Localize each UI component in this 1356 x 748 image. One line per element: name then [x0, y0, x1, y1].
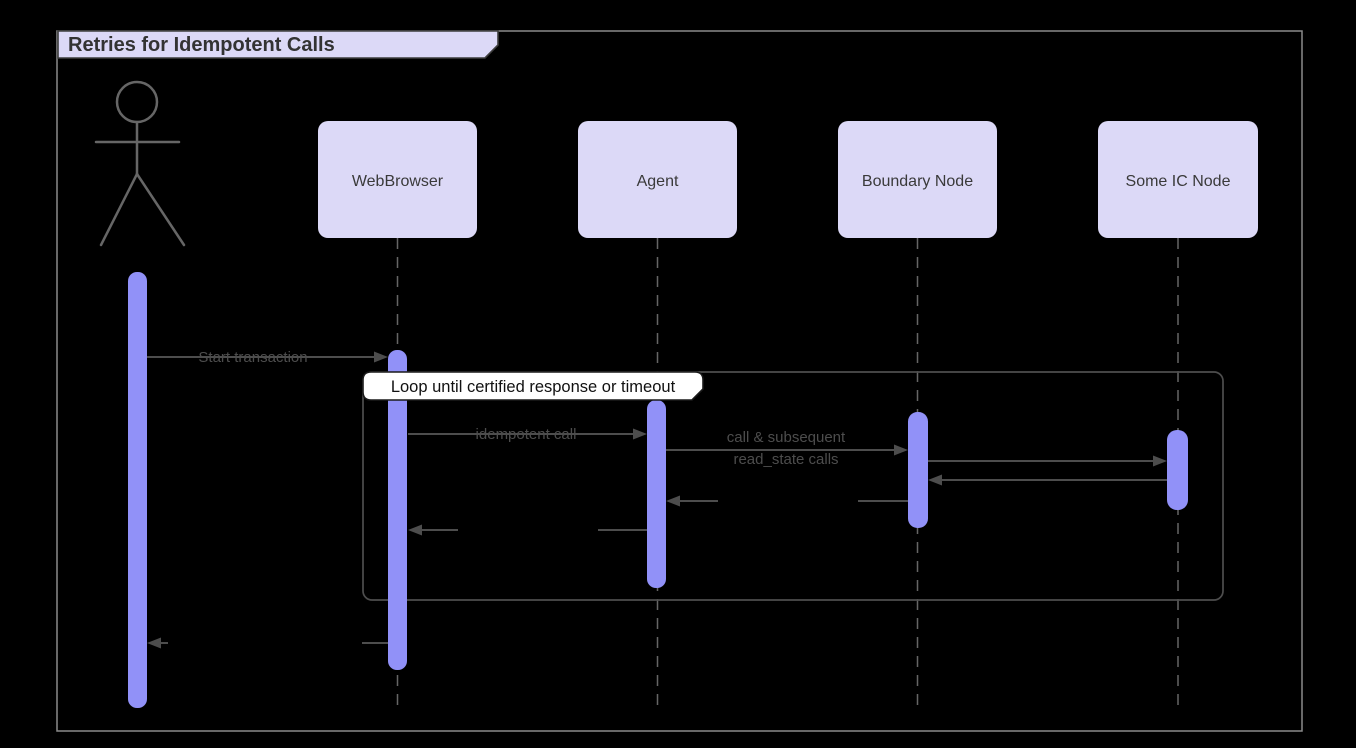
arrowhead-right-icon: [374, 351, 388, 363]
diagram-border: [56, 30, 1303, 732]
title-tab: Retries for Idempotent Calls: [57, 30, 499, 59]
arrowhead-left-icon: [408, 524, 422, 536]
arrowhead-left-icon: [147, 637, 161, 649]
message-boundary-to-ic: [928, 455, 1167, 467]
arrowhead-left-icon: [666, 495, 680, 507]
participant-some-ic-node: Some IC Node: [1098, 121, 1258, 238]
arrowhead-right-icon: [633, 428, 647, 440]
actor-right-leg: [135, 172, 186, 247]
message-call-and-read-state: call & subsequent read_state calls: [666, 429, 908, 468]
participant-box-boundary-node: [838, 121, 997, 238]
message-label: idempotent call: [476, 426, 577, 443]
empty-label-mask: [718, 494, 858, 508]
empty-label-mask: [168, 636, 362, 650]
participant-label-some-ic-node: Some IC Node: [1126, 173, 1231, 190]
message-label-line1: call & subsequent: [727, 429, 846, 446]
participant-label-webbrowser: WebBrowser: [352, 173, 444, 190]
participant-label-agent: Agent: [637, 173, 679, 190]
participant-box-some-ic-node: [1098, 121, 1258, 238]
participant-webbrowser: WebBrowser: [318, 121, 477, 238]
activation-bar-user: [128, 272, 147, 708]
activation-bar-some-ic-node: [1167, 430, 1188, 510]
activation-bar-agent: [647, 400, 666, 588]
actor-head: [115, 80, 159, 124]
activation-bar-boundary-node: [908, 412, 928, 528]
arrowhead-right-icon: [894, 444, 908, 456]
loop-label-shape: [362, 371, 704, 401]
message-webbrowser-to-user: [147, 636, 388, 650]
actor-left-leg: [99, 172, 139, 247]
participant-boundary-node: Boundary Node: [838, 121, 997, 238]
message-agent-to-webbrowser: [408, 523, 647, 537]
loop-frame: [362, 371, 1224, 601]
title-tab-shape: [57, 30, 499, 59]
loop-label-text: Loop until certified response or timeout: [391, 378, 676, 396]
arrowhead-left-icon: [928, 474, 942, 486]
empty-label-mask: [458, 523, 598, 537]
participant-agent: Agent: [578, 121, 737, 238]
arrowhead-right-icon: [1153, 455, 1167, 467]
participant-box-agent: [578, 121, 737, 238]
participant-box-webbrowser: [318, 121, 477, 238]
page-title: Retries for Idempotent Calls: [68, 34, 335, 56]
message-idempotent-call: idempotent call: [408, 426, 647, 443]
message-label: Start transaction: [198, 349, 307, 366]
message-boundary-to-agent: [666, 494, 908, 508]
message-label-line2: read_state calls: [733, 451, 838, 468]
message-start-transaction: Start transaction: [147, 349, 388, 366]
activation-bar-webbrowser: [388, 350, 407, 670]
loop-label-tab: Loop until certified response or timeout: [362, 371, 704, 401]
message-ic-to-boundary: [928, 474, 1167, 486]
participant-label-boundary-node: Boundary Node: [862, 173, 973, 190]
actor-figure: [94, 80, 186, 247]
